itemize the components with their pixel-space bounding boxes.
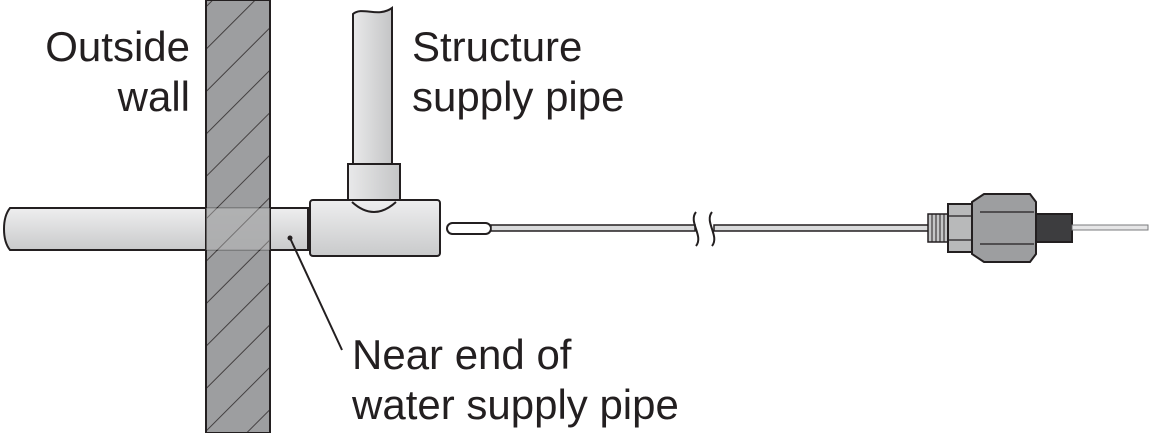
near-end-label: Near end of water supply pipe	[352, 330, 679, 430]
probe-cable	[490, 211, 935, 247]
near-end-label-line-2: water supply pipe	[352, 381, 679, 428]
outside-wall-label-line-1: Outside	[45, 23, 190, 70]
compression-fitting	[927, 193, 1149, 263]
structure-supply-pipe-label-line-2: supply pipe	[412, 73, 625, 120]
near-end-label-line-1: Near end of	[352, 331, 572, 378]
outside-wall-label-line-2: wall	[117, 73, 190, 120]
structure-supply-pipe	[352, 6, 393, 165]
probe-tip	[446, 222, 492, 235]
near-end-leader	[287, 235, 343, 351]
structure-supply-pipe-label-line-1: Structure	[412, 23, 583, 70]
outside-wall-label: Outside wall	[26, 22, 190, 122]
tee-fitting	[309, 163, 441, 257]
structure-supply-pipe-label: Structure supply pipe	[412, 22, 624, 122]
outside-wall	[205, 0, 271, 433]
